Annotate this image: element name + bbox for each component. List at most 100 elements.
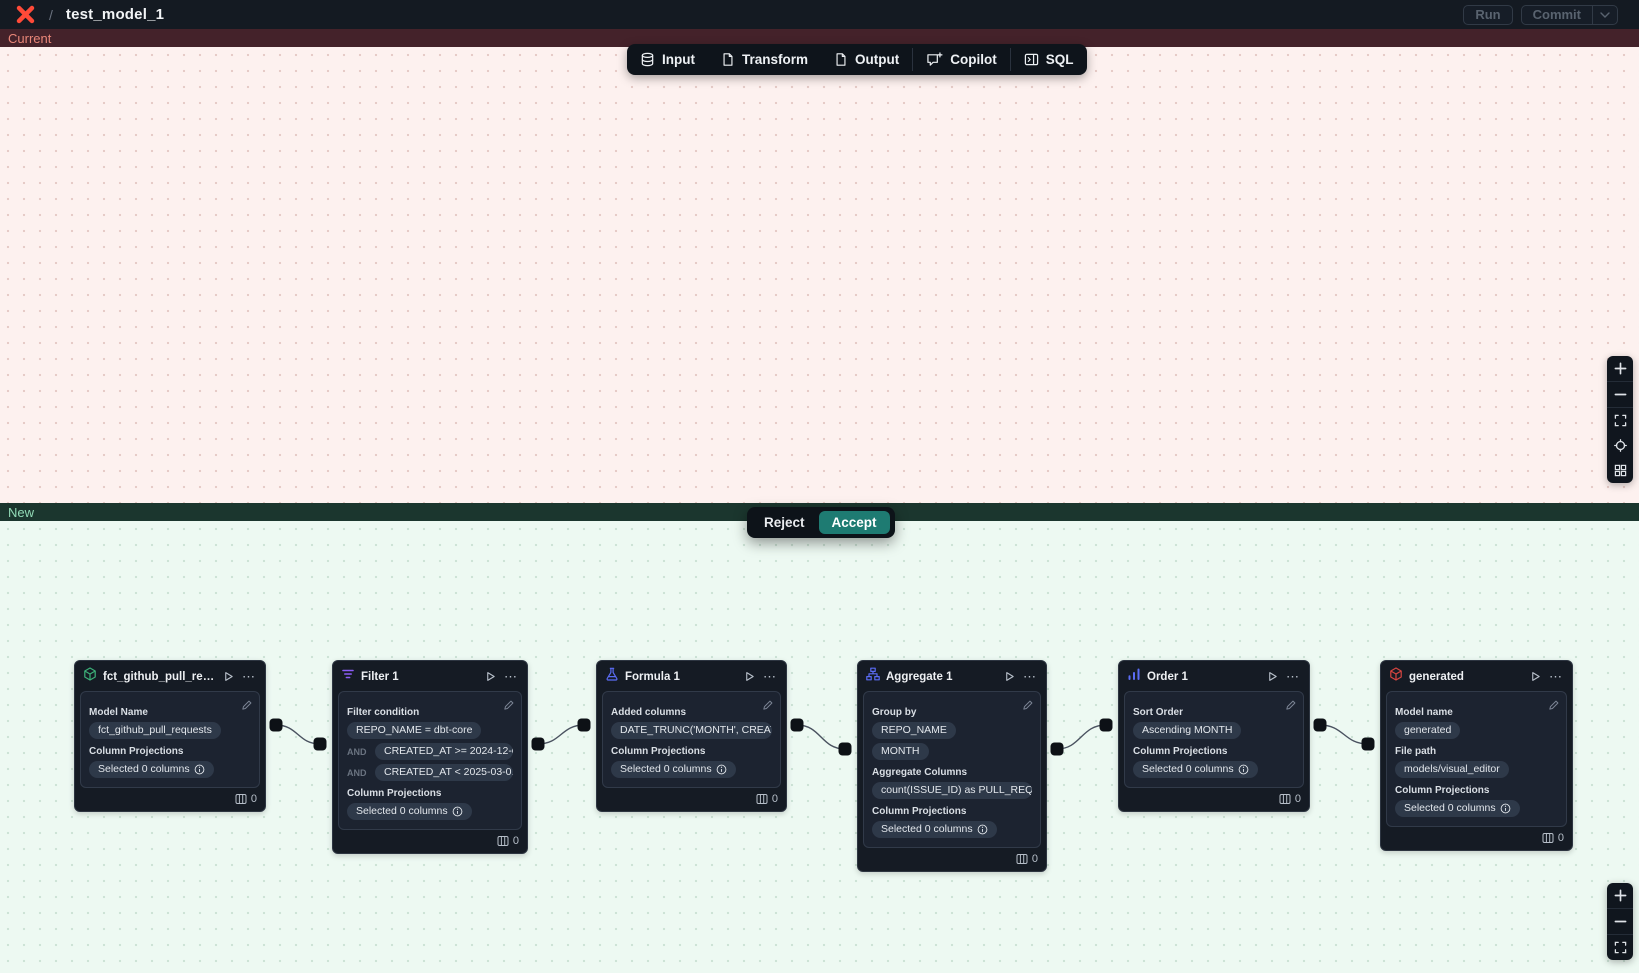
toolbar-item-label: Copilot: [950, 52, 997, 67]
minus-icon: [1614, 393, 1626, 396]
column-projections-pill[interactable]: Selected 0 columns: [872, 821, 997, 838]
zoom-in-button[interactable]: [1607, 356, 1633, 381]
node-body: Sort Order Ascending MONTH Column Projec…: [1124, 691, 1304, 788]
focus-button[interactable]: [1607, 433, 1633, 458]
toolbar-item-sql[interactable]: SQL: [1011, 44, 1087, 75]
node-menu-button[interactable]: ⋯: [762, 668, 778, 684]
node-header: generated ⋯: [1381, 661, 1572, 691]
column-projections-field: Column Projections Selected 0 columns: [872, 806, 1032, 838]
pencil-icon: [1549, 700, 1559, 710]
condition-pill[interactable]: CREATED_AT < 2025-03-01: [375, 764, 513, 781]
group-by-pill[interactable]: REPO_NAME: [872, 722, 956, 739]
zoom-out-button[interactable]: [1607, 382, 1633, 407]
ellipsis-icon: ⋯: [763, 668, 777, 684]
dbt-logo-icon[interactable]: [16, 5, 35, 24]
tidy-layout-button[interactable]: [1607, 458, 1633, 483]
toolbar-item-transform[interactable]: Transform: [708, 44, 821, 75]
edit-pencil-button[interactable]: [1548, 699, 1559, 714]
model-name-pill[interactable]: fct_github_pull_requests: [89, 722, 221, 739]
node-footer: 0: [1119, 788, 1309, 811]
condition-pill[interactable]: CREATED_AT >= 2024-12-01: [375, 743, 513, 760]
node-header: Order 1 ⋯: [1119, 661, 1309, 691]
field-label: Column Projections: [611, 746, 706, 757]
toolbar-item-output[interactable]: Output: [821, 44, 912, 75]
model-name-pill[interactable]: generated: [1395, 722, 1461, 739]
column-projections-field: Column Projections Selected 0 columns: [347, 788, 513, 820]
added-columns-field: Added columns DATE_TRUNC('MONTH', CREATE…: [611, 707, 772, 739]
accept-button[interactable]: Accept: [818, 511, 890, 534]
node-run-button[interactable]: [1266, 671, 1279, 682]
edit-pencil-button[interactable]: [1022, 699, 1033, 714]
ellipsis-icon: ⋯: [1549, 668, 1563, 684]
formula-pill[interactable]: DATE_TRUNC('MONTH', CREATED_AT…: [611, 722, 772, 739]
run-button[interactable]: Run: [1463, 4, 1513, 25]
edit-pencil-button[interactable]: [241, 699, 252, 714]
node-order-1[interactable]: Order 1 ⋯ Sort Order Ascending MONTH Col…: [1118, 660, 1310, 812]
toolbar-item-copilot[interactable]: Copilot: [913, 44, 1010, 75]
node-fct-github-pull-requests[interactable]: fct_github_pull_requests ⋯ Model Name fc…: [74, 660, 266, 812]
node-run-button[interactable]: [743, 671, 756, 682]
node-header: Filter 1 ⋯: [333, 661, 527, 691]
focus-icon: [1613, 439, 1627, 452]
commit-dropdown-button[interactable]: [1592, 5, 1617, 24]
aggregate-columns-field: Aggregate Columns count(ISSUE_ID) as PUL…: [872, 767, 1032, 799]
zoom-in-button[interactable]: [1607, 883, 1633, 908]
plus-icon: [1614, 889, 1626, 902]
chevron-down-icon: [1600, 11, 1610, 18]
canvas-controls-current: [1607, 356, 1633, 483]
play-icon: [1532, 672, 1540, 681]
node-generated[interactable]: generated ⋯ Model name generated File pa…: [1380, 660, 1573, 851]
commit-button[interactable]: Commit: [1522, 6, 1592, 24]
info-icon: [452, 806, 462, 816]
file-icon: [836, 53, 846, 66]
edit-pencil-button[interactable]: [762, 699, 773, 714]
toolbar-item-input[interactable]: Input: [627, 44, 708, 75]
field-label: Group by: [872, 707, 917, 718]
diff-actions: Reject Accept: [747, 507, 895, 538]
file-path-field: File path models/visual_editor: [1395, 746, 1558, 778]
node-run-button[interactable]: [1003, 671, 1016, 682]
node-body: Added columns DATE_TRUNC('MONTH', CREATE…: [602, 691, 781, 788]
sort-order-field: Sort Order Ascending MONTH: [1133, 707, 1295, 739]
table-columns-icon: [1279, 794, 1291, 804]
node-header: Aggregate 1 ⋯: [858, 661, 1046, 691]
node-menu-button[interactable]: ⋯: [1022, 668, 1038, 684]
column-projections-pill[interactable]: Selected 0 columns: [89, 761, 214, 778]
node-footer: 0: [75, 788, 265, 811]
node-menu-button[interactable]: ⋯: [241, 670, 257, 683]
row-count: 0: [1031, 853, 1038, 865]
node-aggregate-1[interactable]: Aggregate 1 ⋯ Group by REPO_NAME MONTH A…: [857, 660, 1047, 872]
fit-view-button[interactable]: [1607, 408, 1633, 433]
node-run-button[interactable]: [484, 671, 497, 682]
controls-separator: [1607, 908, 1633, 909]
column-projections-pill[interactable]: Selected 0 columns: [1133, 761, 1258, 778]
group-by-field: Group by REPO_NAME MONTH: [872, 707, 1032, 760]
node-run-button[interactable]: [1529, 671, 1542, 682]
node-menu-button[interactable]: ⋯: [1285, 670, 1301, 683]
ellipsis-icon: ⋯: [1023, 668, 1037, 684]
zoom-out-button[interactable]: [1607, 909, 1633, 934]
column-projections-pill[interactable]: Selected 0 columns: [1395, 800, 1520, 817]
column-projections-pill[interactable]: Selected 0 columns: [347, 803, 472, 820]
info-icon: [1238, 764, 1248, 774]
sort-order-pill[interactable]: Ascending MONTH: [1133, 722, 1242, 739]
current-canvas[interactable]: [0, 47, 1639, 503]
file-path-pill[interactable]: models/visual_editor: [1395, 761, 1509, 778]
fit-view-button[interactable]: [1607, 935, 1633, 960]
reject-button[interactable]: Reject: [752, 511, 817, 534]
node-menu-button[interactable]: ⋯: [503, 670, 519, 683]
filter-icon: [341, 667, 355, 686]
node-menu-button[interactable]: ⋯: [1548, 668, 1564, 684]
edit-pencil-button[interactable]: [1285, 699, 1296, 714]
aggregate-pill[interactable]: count(ISSUE_ID) as PULL_REQUEST_…: [872, 782, 1032, 799]
node-formula-1[interactable]: Formula 1 ⋯ Added columns DATE_TRUNC('MO…: [596, 660, 787, 812]
column-projections-field: Column Projections Selected 0 columns: [1395, 785, 1558, 817]
node-filter-1[interactable]: Filter 1 ⋯ Filter condition REPO_NAME = …: [332, 660, 528, 854]
edit-pencil-button[interactable]: [503, 699, 514, 714]
group-by-pill[interactable]: MONTH: [872, 743, 929, 760]
node-run-button[interactable]: [222, 671, 235, 682]
column-projections-pill[interactable]: Selected 0 columns: [611, 761, 736, 778]
topbar-actions: Run Commit: [1463, 4, 1618, 25]
node-body: Model name generated File path models/vi…: [1386, 691, 1567, 827]
condition-pill[interactable]: REPO_NAME = dbt-core: [347, 722, 482, 739]
